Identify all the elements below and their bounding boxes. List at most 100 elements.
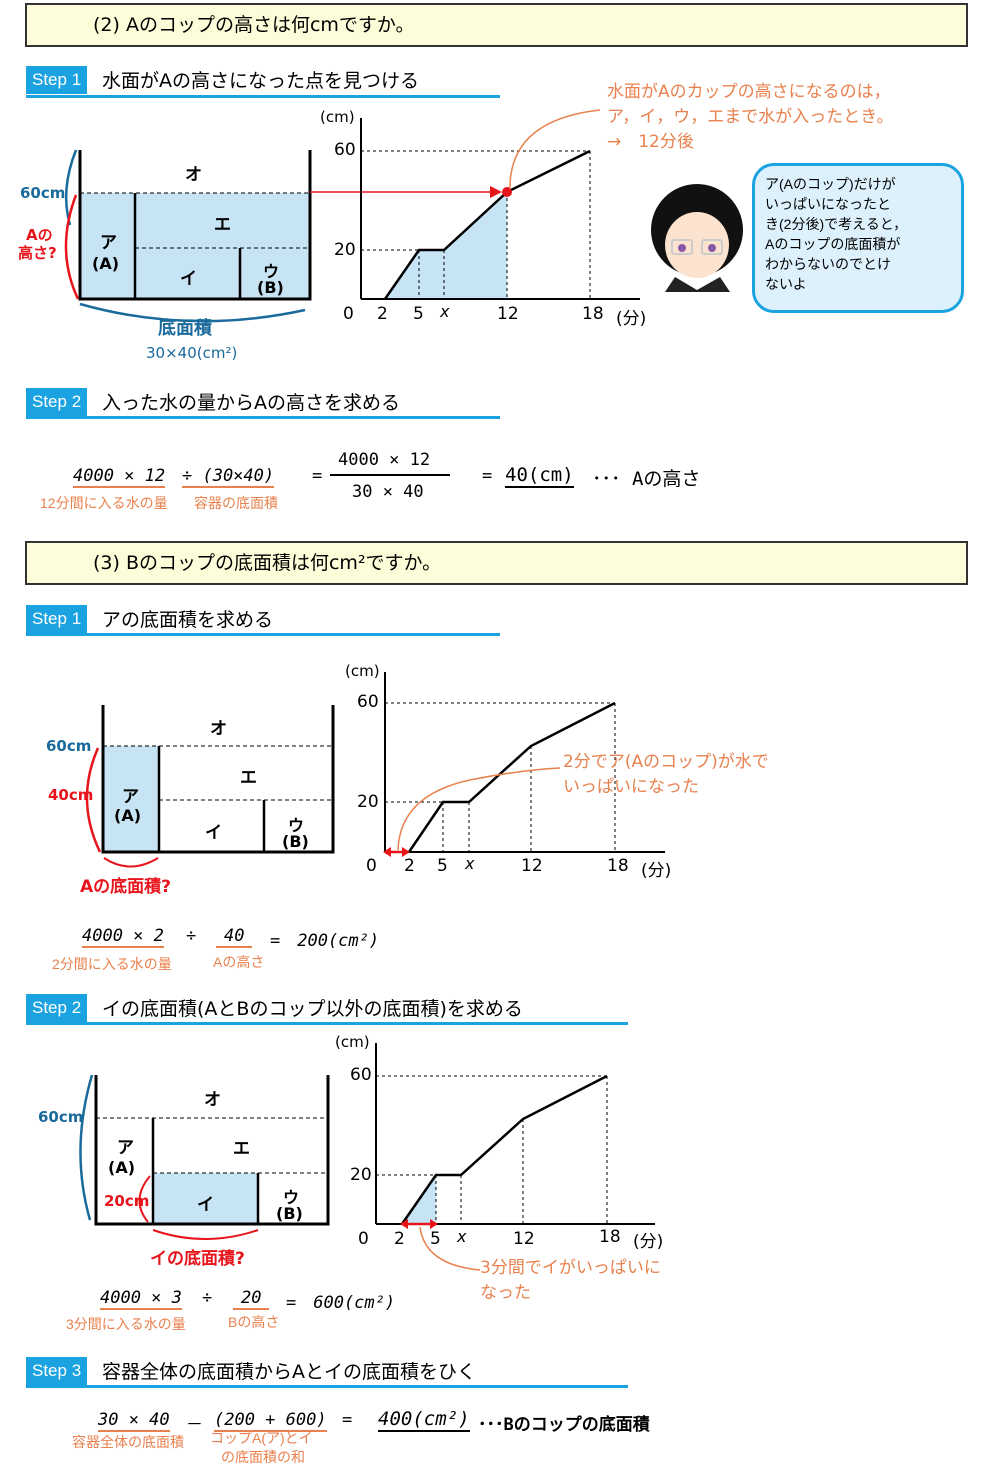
t1-u: ウ [288,816,305,835]
q3-step-1-title: アの底面積を求める [102,609,274,631]
t1-u-sub: (B) [282,832,309,851]
callout-3min: 3分間でイがいっぱいに なった [480,1258,661,1303]
eq-part2: ÷ (30×40) [182,466,275,488]
base-brace [79,302,306,323]
t1-i: イ [205,823,222,843]
arrow-head [490,186,502,198]
eq3-b: (200 + 600) [214,1410,327,1432]
q3-step-3-title: 容器全体の底面積からAとイの底面積をひく [102,1361,476,1383]
label-base: 底面積 [158,318,212,339]
eq-denominator: 30 × 40 [352,482,424,502]
g3-y-unit: (cm) [335,1033,370,1051]
eq3-a: 30 × 40 [98,1410,170,1432]
eq1-note1: 2分間に入る水の量 [52,956,172,972]
g2-x2: 2 [404,856,415,876]
x-tick-18: 18 [582,304,604,324]
t2-e: エ [233,1139,250,1159]
tank-walls [78,150,312,301]
g3-xx: x [457,1227,467,1246]
t2-i: イ [197,1195,214,1215]
step-2-label: Step 2 [26,388,88,416]
tank-i: イ [180,269,197,289]
t1-60cm: 60cm [46,737,92,755]
tank-a-sub: (A) [92,254,120,273]
y-unit: (cm) [320,108,355,126]
t2-u: ウ [283,1188,300,1207]
g3-x-unit: (分) [633,1232,664,1252]
x-tick-12: 12 [497,304,519,324]
a-height-brace [64,194,80,300]
t2-o: オ [204,1090,221,1110]
eq2-b: 20 [233,1288,270,1310]
eq2-note2: Bの高さ [228,1314,280,1330]
callout-2min: 2分でア(Aのコップ)が水で いっぱいになった [563,752,769,797]
tank-o: オ [185,165,202,185]
g2-xx: x [465,854,475,873]
note-base-area: 容器の底面積 [194,495,278,511]
g3-x12: 12 [513,1229,535,1249]
eq1-op: ÷ [186,926,197,946]
step-2-underline [26,416,500,419]
g2-x5: 5 [437,856,448,876]
eq1-b: 40 [216,926,253,948]
step-2-title: 入った水の量からAの高さを求める [102,392,400,414]
y-tick-20: 20 [334,240,356,260]
g3-y60: 60 [350,1065,372,1085]
step-1-title: 水面がAの高さになった点を見つける [102,70,419,92]
g3-y20: 20 [350,1165,372,1185]
question-2-box: (2) Aのコップの高さは何cmですか。 [25,3,968,47]
eq2-note1: 3分間に入る水の量 [66,1316,186,1332]
x-tick-x: x [440,302,450,321]
eq-result: 40(cm) [505,464,574,488]
speech-bubble: ア(Aのコップ)だけが いっぱいになったと き(2分後)で考えると， Aのコップ… [752,163,964,313]
t1-a: ア [122,787,139,807]
fraction-bar [330,474,450,476]
eq1-a: 4000 × 2 [82,926,164,948]
g2-y60: 60 [357,692,379,712]
x-unit: (分) [616,309,647,329]
tank-e: エ [214,215,231,235]
g2-x0: 0 [366,856,377,876]
g3-x2: 2 [394,1229,405,1249]
eq1-note2: Aの高さ [213,954,265,970]
t2-u-sub: (B) [276,1204,303,1223]
x-tick-5: 5 [413,304,424,324]
g2-x12: 12 [521,856,543,876]
eq-numerator: 4000 × 12 [338,450,431,470]
eq-tail: ･･･ Aの高さ [592,468,701,490]
eq3-op: － [186,1415,203,1435]
g3-x0: 0 [358,1229,369,1249]
x-tick-0: 0 [343,304,354,324]
t1-base: Aの底面積? [80,877,172,897]
eq3-note2b: の底面積の和 [221,1449,305,1465]
question-3-box: (3) Bのコップの底面積は何cm²ですか。 [25,541,968,585]
x-tick-2: 2 [377,304,388,324]
question-3-text: (3) Bのコップの底面積は何cm²ですか。 [93,552,442,574]
label-base-value: 30×40(cm²) [146,344,238,362]
t2-base: イの底面積? [150,1249,245,1269]
eq2-rest: = 600(cm²) [286,1293,396,1313]
g2-y-unit: (cm) [345,662,380,680]
eq3-result: 400(cm²) [378,1408,470,1432]
graph-fill [385,192,507,299]
eq-part1: 4000 × 12 [73,466,166,488]
t1-a-sub: (A) [114,806,142,825]
water-fill [80,193,310,299]
eq1-rest: = 200(cm²) [270,931,380,951]
t2-20cm: 20cm [104,1192,150,1210]
q3-step-3-underline [26,1385,628,1388]
tank-a: ア [100,233,117,253]
q3-step-1-underline [26,633,500,636]
eq-equals1: = [312,466,323,486]
g2-x18: 18 [607,856,629,876]
g2-y20: 20 [357,792,379,812]
step-1-label: Step 1 [26,66,88,94]
t1-e: エ [240,768,257,788]
eq3-eqs: = [342,1410,353,1430]
t1-40cm: 40cm [48,786,94,804]
step-1-underline [26,95,500,98]
